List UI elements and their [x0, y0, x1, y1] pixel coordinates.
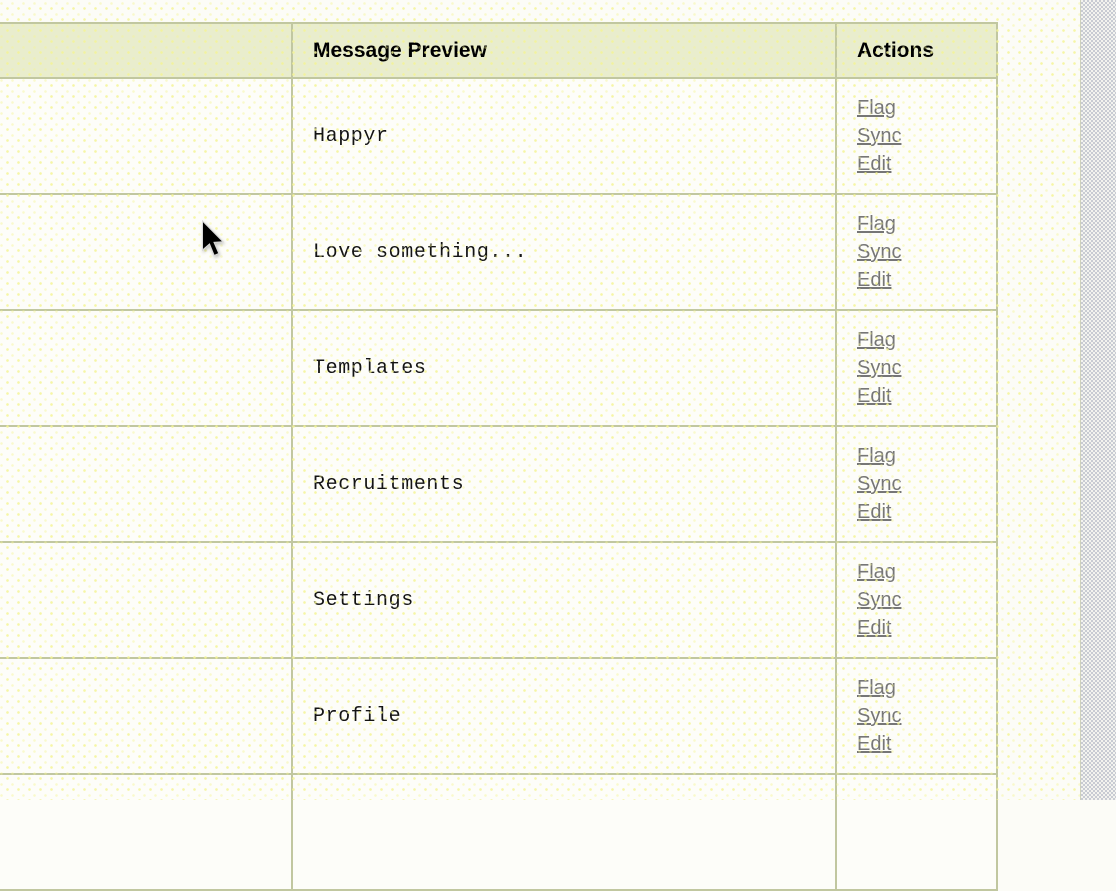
actions-cell: Flag Sync Edit — [835, 425, 998, 543]
message-preview-cell: Profile — [291, 657, 837, 775]
message-preview-text: Profile — [313, 704, 402, 728]
sync-link[interactable]: Sync — [857, 357, 902, 379]
sync-link[interactable]: Sync — [857, 125, 902, 147]
message-preview-text: Recruitments — [313, 472, 465, 496]
messages-table: Message Preview Actions Happyr Flag Sync… — [0, 22, 998, 891]
table-row: Profile Flag Sync Edit — [0, 657, 998, 775]
sync-link[interactable]: Sync — [857, 705, 902, 727]
empty-cell — [0, 77, 293, 195]
flag-link[interactable]: Flag — [857, 445, 896, 467]
actions-cell: Flag Sync Edit — [835, 541, 998, 659]
actions-header: Actions — [835, 22, 998, 79]
table-row: Happyr Flag Sync Edit — [0, 77, 998, 195]
flag-link[interactable]: Flag — [857, 97, 896, 119]
edit-link[interactable]: Edit — [857, 733, 892, 755]
edit-link[interactable]: Edit — [857, 153, 892, 175]
message-preview-cell — [291, 773, 837, 891]
empty-cell — [0, 309, 293, 427]
message-preview-cell: Templates — [291, 309, 837, 427]
edit-link[interactable]: Edit — [857, 617, 892, 639]
actions-cell: Flag Sync Edit — [835, 77, 998, 195]
sync-link[interactable]: Sync — [857, 473, 902, 495]
empty-cell — [0, 773, 293, 891]
actions-cell: Flag Sync Edit — [835, 193, 998, 311]
table-row: Love something... Flag Sync Edit — [0, 193, 998, 311]
empty-cell — [0, 425, 293, 543]
actions-cell — [835, 773, 998, 891]
flag-link[interactable]: Flag — [857, 561, 896, 583]
message-preview-header: Message Preview — [291, 22, 837, 79]
sync-link[interactable]: Sync — [857, 589, 902, 611]
actions-cell: Flag Sync Edit — [835, 657, 998, 775]
message-preview-text: Love something... — [313, 240, 528, 264]
edit-link[interactable]: Edit — [857, 269, 892, 291]
empty-header-cell — [0, 22, 293, 79]
empty-cell — [0, 657, 293, 775]
message-preview-text: Happyr — [313, 124, 389, 148]
message-preview-cell: Love something... — [291, 193, 837, 311]
message-preview-cell: Settings — [291, 541, 837, 659]
edit-link[interactable]: Edit — [857, 385, 892, 407]
message-preview-cell: Recruitments — [291, 425, 837, 543]
table-row-partial — [0, 773, 998, 891]
flag-link[interactable]: Flag — [857, 213, 896, 235]
table-row: Settings Flag Sync Edit — [0, 541, 998, 659]
header-row: Message Preview Actions — [0, 22, 998, 79]
flag-link[interactable]: Flag — [857, 329, 896, 351]
edit-link[interactable]: Edit — [857, 501, 892, 523]
empty-cell — [0, 193, 293, 311]
sync-link[interactable]: Sync — [857, 241, 902, 263]
empty-cell — [0, 541, 293, 659]
table-row: Templates Flag Sync Edit — [0, 309, 998, 427]
actions-cell: Flag Sync Edit — [835, 309, 998, 427]
message-preview-cell: Happyr — [291, 77, 837, 195]
message-preview-text: Settings — [313, 588, 414, 612]
flag-link[interactable]: Flag — [857, 677, 896, 699]
vertical-scrollbar[interactable] — [1080, 0, 1116, 800]
message-preview-text: Templates — [313, 356, 427, 380]
table-row: Recruitments Flag Sync Edit — [0, 425, 998, 543]
table-body: Happyr Flag Sync Edit Love something... … — [0, 77, 998, 891]
table-header: Message Preview Actions — [0, 22, 998, 79]
